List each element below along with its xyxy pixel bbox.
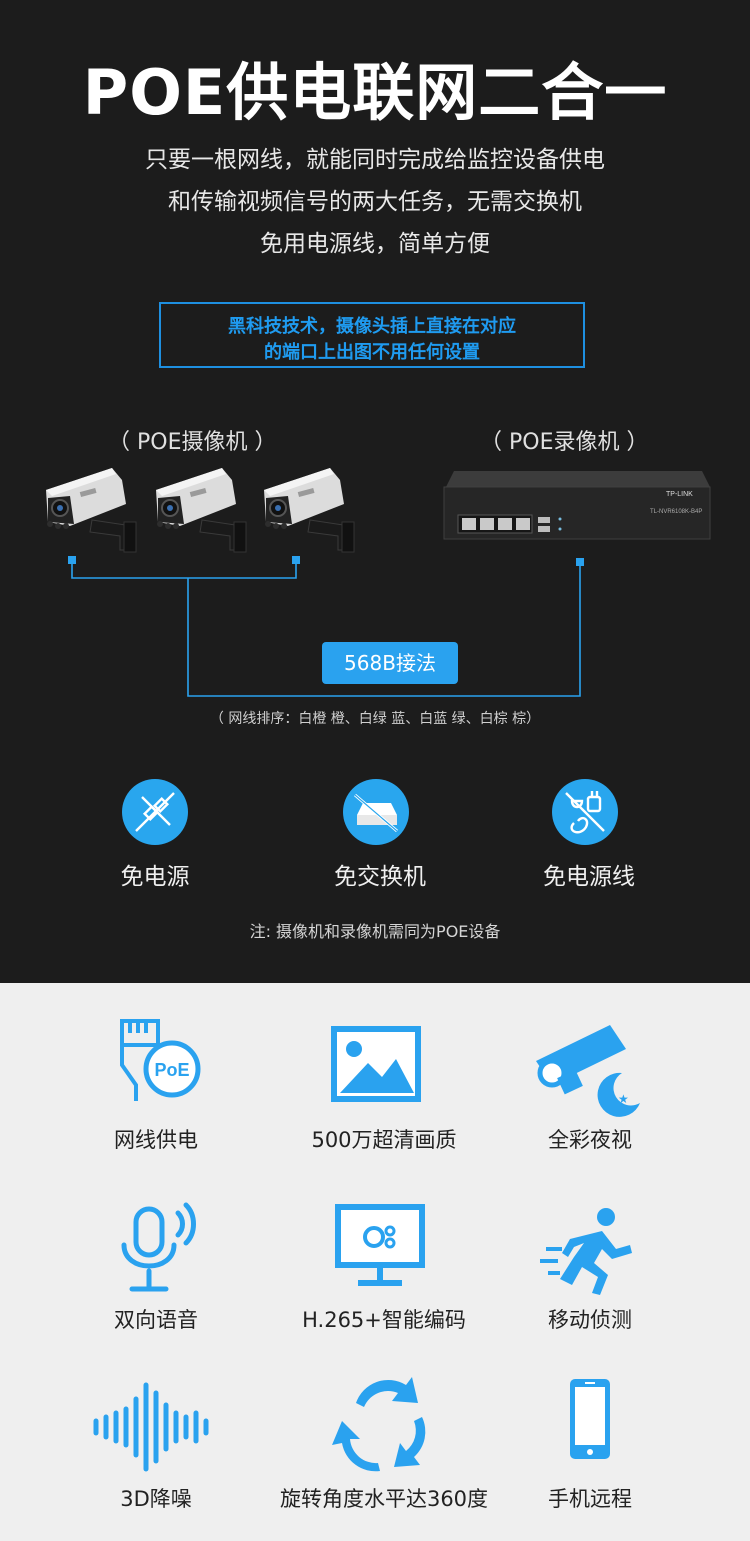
feature-label-no-power-cord: 免电源线 <box>543 864 635 890</box>
nvr-label: （ POE录像机 ） <box>480 430 649 455</box>
mobile-phone-icon <box>530 1375 650 1475</box>
nvr-brand-text: TP-LINK <box>666 491 693 498</box>
no-switch-icon <box>343 779 409 845</box>
microphone-icon <box>100 1199 220 1299</box>
noise-reduction-icon <box>90 1377 210 1477</box>
poe-camera-image <box>150 462 260 558</box>
no-power-cord-icon <box>552 779 618 845</box>
feature-label-no-switch: 免交换机 <box>334 864 426 890</box>
poe-camera-image <box>258 462 368 558</box>
feature-label-no-power: 免电源 <box>120 864 190 890</box>
poe-camera-image <box>40 462 150 558</box>
rotation-icon <box>326 1375 446 1475</box>
spec-label-360-rotation: 旋转角度水平达360度 <box>279 1487 489 1511</box>
no-power-icon <box>122 779 188 845</box>
spec-label-night-vision: 全彩夜视 <box>548 1128 632 1152</box>
spec-label-mobile-remote: 手机远程 <box>548 1487 632 1511</box>
highlight-line-1: 黑科技技术，摄像头插上直接在对应 <box>228 316 516 337</box>
wiring-order-text: （ 网线排序：白橙 橙、白绿 蓝、白蓝 绿、白棕 棕） <box>209 711 541 727</box>
specs-section: PoE 网线供电 500万超清画质 ★ 全彩夜视 <box>0 983 750 1541</box>
highlight-line-2: 的端口上出图不用任何设置 <box>264 342 480 363</box>
motion-detect-icon <box>530 1205 650 1305</box>
encoding-monitor-icon <box>320 1201 440 1301</box>
spec-label-two-way-audio: 双向语音 <box>114 1308 198 1332</box>
spec-label-3d-noise-reduction: 3D降噪 <box>120 1487 192 1511</box>
poe-nvr-image: TP-LINK TL-NVR6108K-B4P <box>440 467 712 543</box>
spec-label-h265-encoding: H.265+智能编码 <box>302 1308 466 1332</box>
poe-intro-section: POE供电联网二合一 只要一根网线，就能同时完成给监控设备供电 和传输视频信号的… <box>40 56 712 941</box>
description-line-1: 只要一根网线，就能同时完成给监控设备供电 <box>145 147 605 173</box>
note-text: 注: 摄像机和录像机需同为POE设备 <box>249 922 501 941</box>
page-title: POE供电联网二合一 <box>82 56 668 129</box>
wiring-method-button: 568B接法 <box>322 642 458 684</box>
spec-label-motion-detect: 移动侦测 <box>548 1308 632 1332</box>
svg-text:★: ★ <box>618 1092 629 1106</box>
highlight-box: 黑科技技术，摄像头插上直接在对应 的端口上出图不用任何设置 <box>159 302 585 368</box>
spec-label-image-quality: 500万超清画质 <box>311 1128 457 1152</box>
poe-cable-icon: PoE <box>100 1015 220 1115</box>
spec-label-poe: 网线供电 <box>114 1128 198 1152</box>
night-vision-icon: ★ <box>530 1017 650 1117</box>
description-line-2: 和传输视频信号的两大任务，无需交换机 <box>168 189 582 215</box>
nvr-model-text: TL-NVR6108K-B4P <box>650 509 703 515</box>
description-line-3: 免用电源线，简单方便 <box>260 231 490 257</box>
camera-label: （ POE摄像机 ） <box>108 430 277 455</box>
image-quality-icon <box>316 1023 436 1123</box>
poe-badge-text: PoE <box>154 1060 189 1080</box>
